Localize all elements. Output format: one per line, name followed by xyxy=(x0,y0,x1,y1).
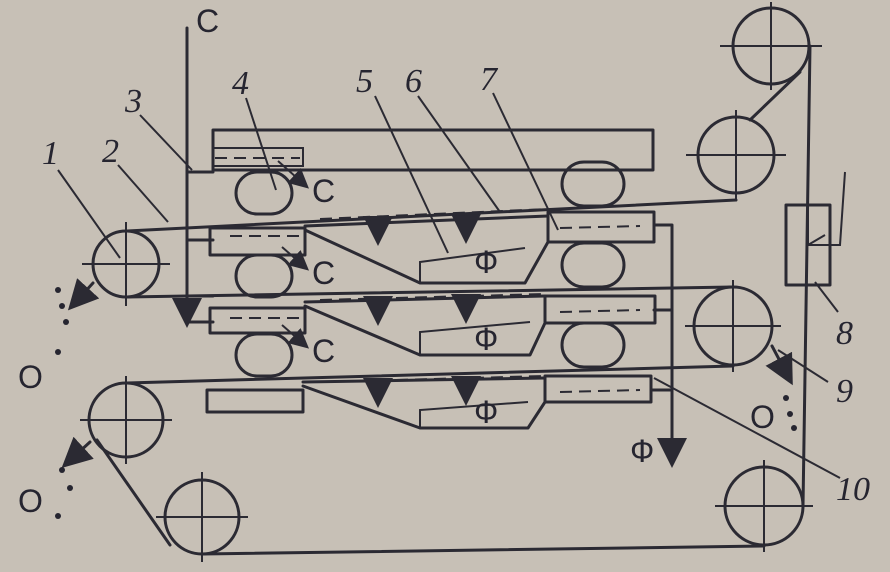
label-phi-1: Ф xyxy=(474,244,498,280)
label-phi-2: Ф xyxy=(474,321,498,357)
feed-line xyxy=(172,26,215,328)
callout-7: 7 xyxy=(480,61,499,98)
callout-leaders xyxy=(57,92,841,479)
callout-6: 6 xyxy=(405,63,422,100)
callout-8: 8 xyxy=(836,315,853,352)
callout-5: 5 xyxy=(356,63,373,100)
label-c-3: С xyxy=(312,333,335,369)
callout-10: 10 xyxy=(836,471,870,508)
callout-9: 9 xyxy=(836,373,853,410)
belt-tier-2 xyxy=(208,293,657,357)
callout-2: 2 xyxy=(102,133,119,170)
label-c-1: С xyxy=(312,173,335,209)
callout-1: 1 xyxy=(42,135,59,172)
label-o-2: О xyxy=(18,483,43,519)
waste-arrows xyxy=(61,278,793,469)
label-c-top: С xyxy=(196,3,219,39)
device-8 xyxy=(784,171,846,287)
belt-tier-3 xyxy=(205,374,653,430)
top-plate xyxy=(211,128,655,172)
callout-4: 4 xyxy=(232,65,249,102)
label-c-2: С xyxy=(312,255,335,291)
label-o-1: О xyxy=(18,359,43,395)
label-phi-3: Ф xyxy=(474,394,498,430)
product-outlet xyxy=(649,223,687,468)
feeder-box-top xyxy=(212,147,304,167)
label-phi-out: Ф xyxy=(630,433,654,469)
label-o-3: О xyxy=(750,399,775,435)
callout-3: 3 xyxy=(124,83,142,120)
small-rollers xyxy=(234,160,626,378)
